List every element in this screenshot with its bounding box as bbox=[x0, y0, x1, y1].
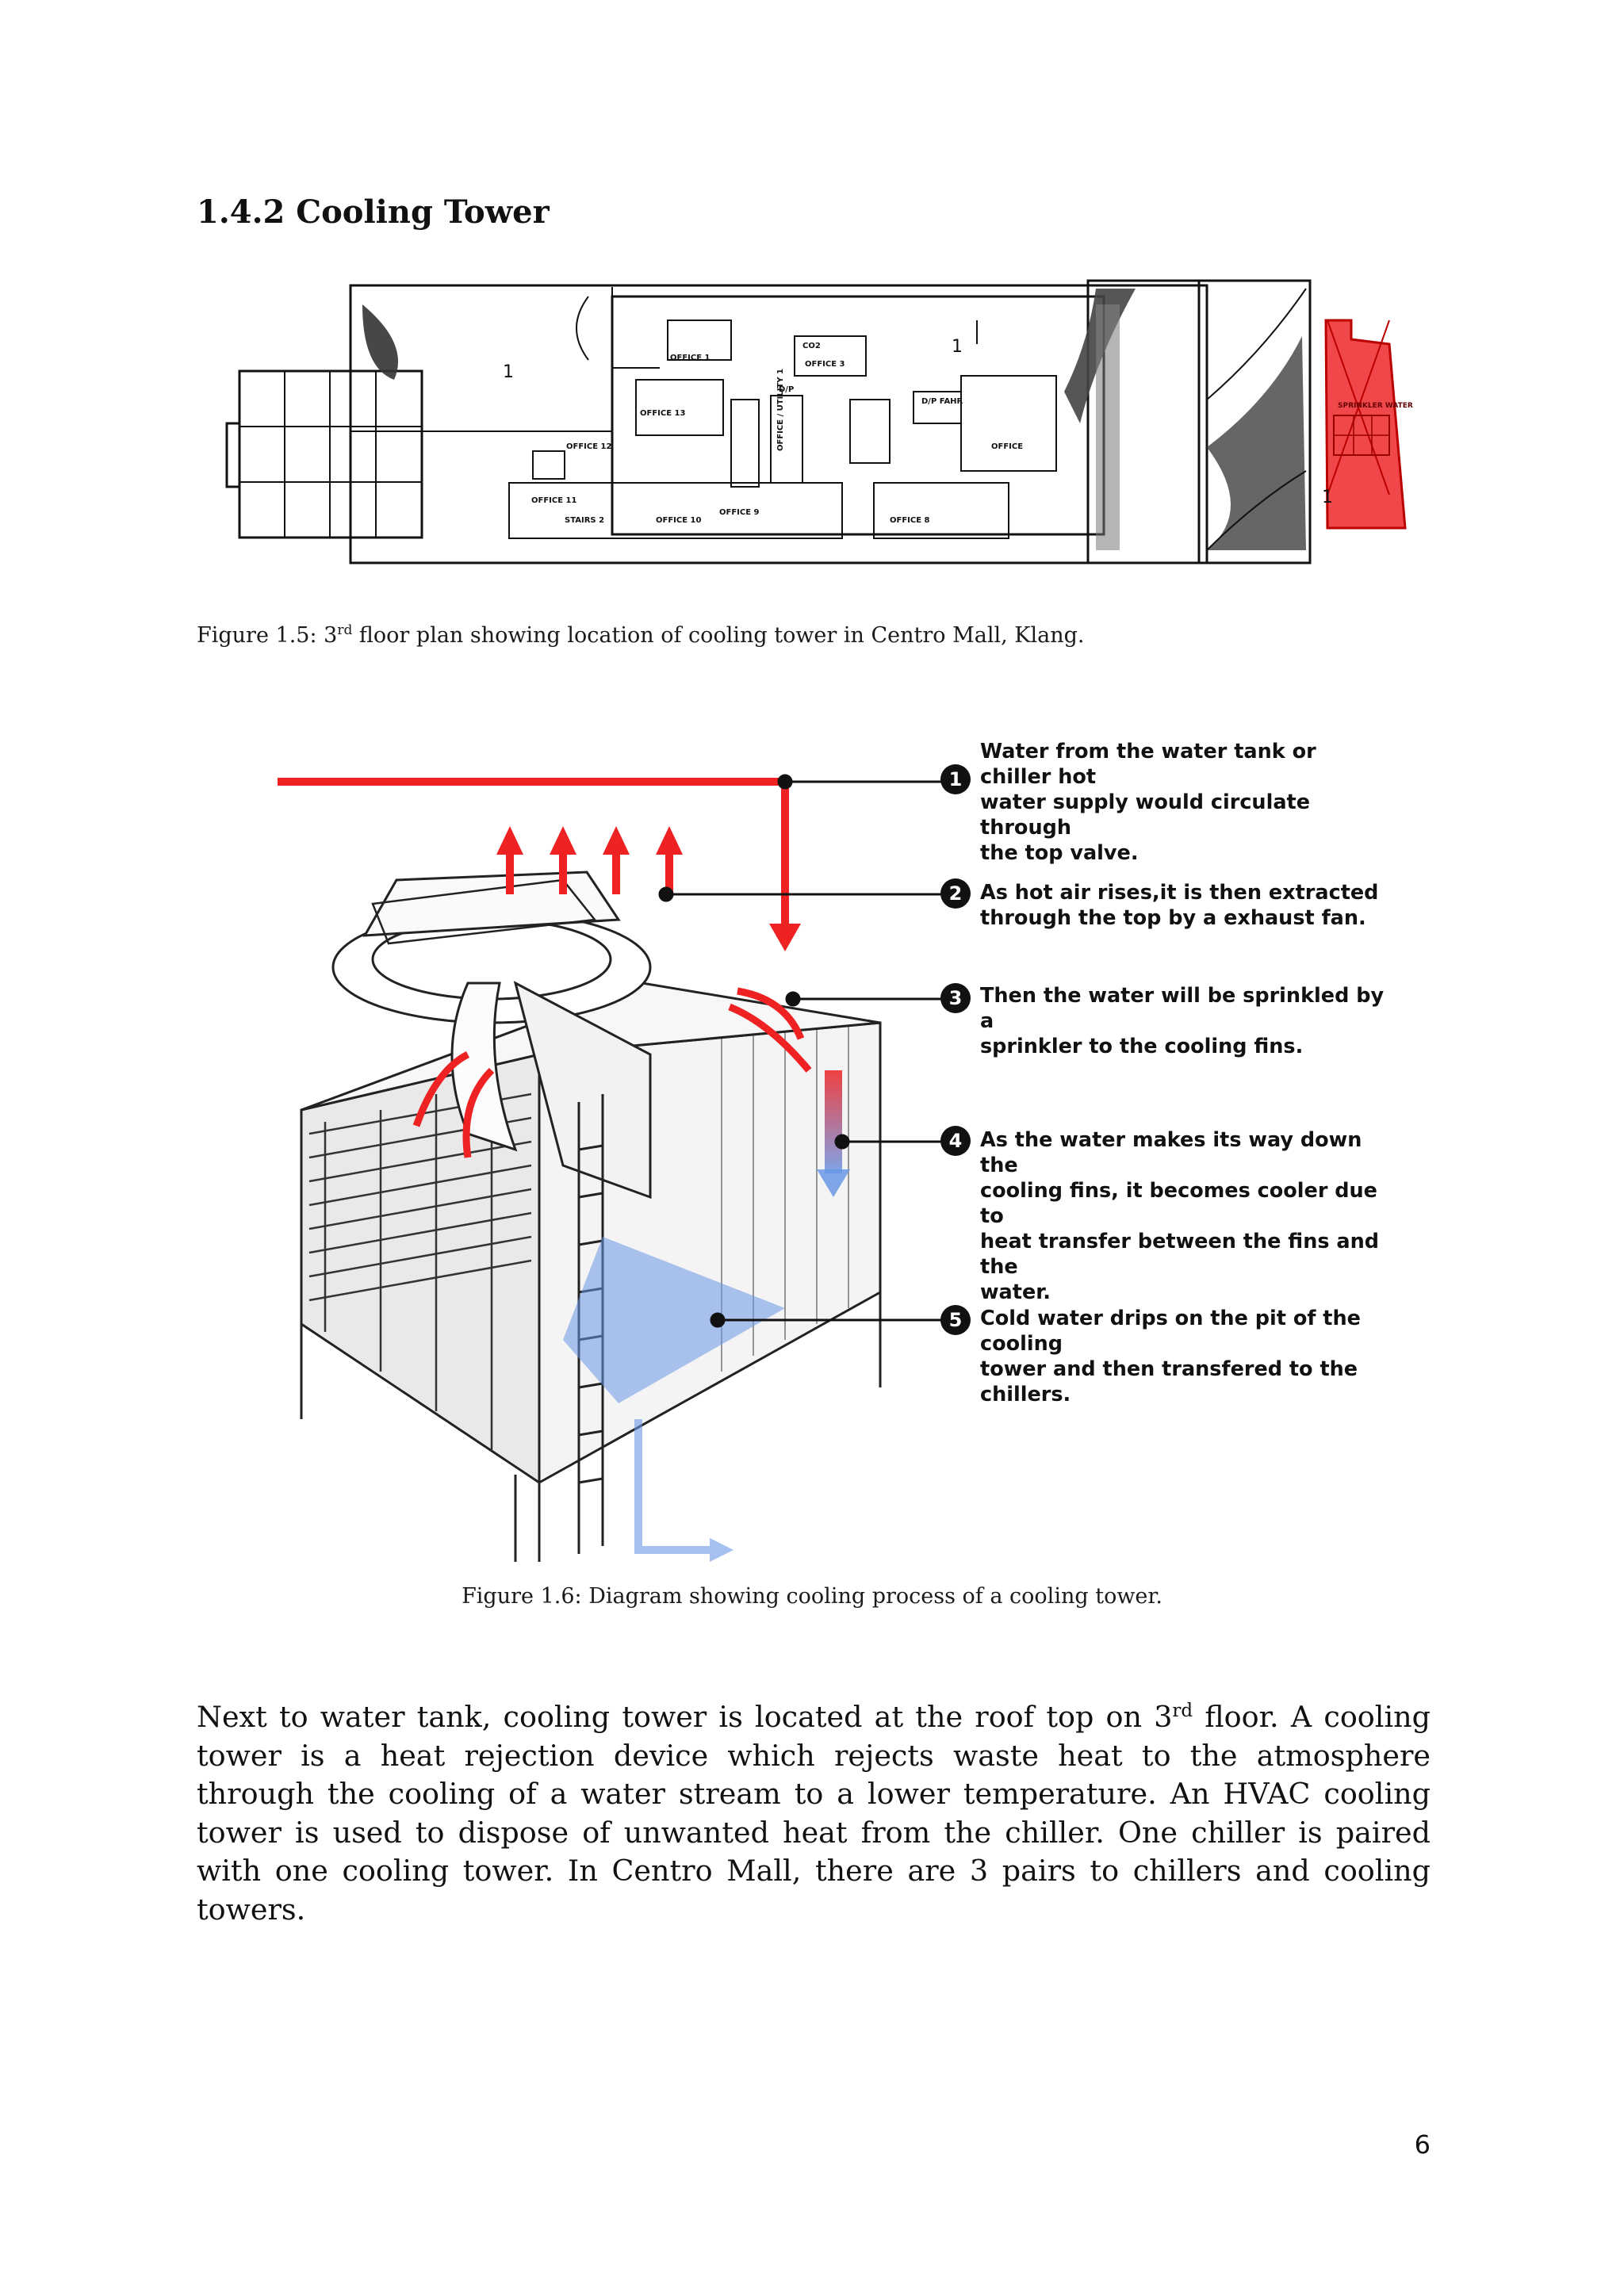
plan-label-office-utility: OFFICE / UTILITY 1 bbox=[776, 369, 785, 451]
plan-label-office-right: OFFICE bbox=[991, 442, 1023, 451]
floor-plan-figure: SPRINKLER WATER TANK OFFICE 1 OFFICE 3 O… bbox=[225, 279, 1413, 564]
step-5-text: Cold water drips on the pit of the cooli… bbox=[980, 1307, 1361, 1406]
cooling-tower-illustration bbox=[300, 871, 882, 1562]
cold-water-pit bbox=[563, 1237, 785, 1403]
plan-label-dp: D/P bbox=[779, 385, 794, 394]
sprinkler-water-tank-highlight: SPRINKLER WATER TANK bbox=[1324, 319, 1413, 530]
page-number: 6 bbox=[1414, 2130, 1431, 2160]
plan-label-1-c: 1 bbox=[1322, 488, 1333, 507]
cooling-tower-diagram bbox=[278, 774, 944, 1562]
plan-label-1-a: 1 bbox=[503, 362, 514, 382]
plan-label-office13: OFFICE 13 bbox=[640, 409, 685, 418]
body-paragraph: Next to water tank, cooling tower is loc… bbox=[197, 1700, 1431, 1927]
plan-label-office3: OFFICE 3 bbox=[805, 360, 845, 369]
step-1-badge: 1 bbox=[940, 764, 971, 794]
water-cooling-arrow bbox=[825, 1070, 842, 1173]
plan-label-1-b: 1 bbox=[952, 337, 963, 357]
step-1-text: Water from the water tank or chiller hot… bbox=[980, 740, 1316, 865]
step-5-badge: 5 bbox=[940, 1305, 971, 1335]
plan-label-office10: OFFICE 10 bbox=[656, 516, 701, 525]
figure-1-6-caption: Figure 1.6: Diagram showing cooling proc… bbox=[462, 1584, 1162, 1609]
plan-label-dp-fahr: D/P FAHR bbox=[921, 397, 963, 406]
plan-label-office12: OFFICE 12 bbox=[566, 442, 611, 451]
plan-label-office1: OFFICE 1 bbox=[670, 354, 710, 362]
plan-label-office11: OFFICE 11 bbox=[531, 496, 576, 505]
step-4-badge: 4 bbox=[940, 1126, 971, 1156]
plan-label-office8: OFFICE 8 bbox=[890, 516, 930, 525]
plan-label-stairs2: STAIRS 2 bbox=[565, 516, 604, 525]
plan-label-co2: CO2 bbox=[802, 342, 821, 350]
step-3-badge: 3 bbox=[940, 983, 971, 1013]
sprinkler-tank-label: SPRINKLER WATER TANK bbox=[1338, 402, 1413, 410]
step-2-badge: 2 bbox=[940, 878, 971, 909]
section-heading: 1.4.2 Cooling Tower bbox=[197, 193, 550, 231]
cold-water-outlet-line bbox=[634, 1419, 710, 1554]
figure-1-5-caption: Figure 1.5: 3rd floor plan showing locat… bbox=[197, 622, 1085, 648]
plan-label-office9: OFFICE 9 bbox=[719, 508, 760, 517]
floor-plan-main-outline bbox=[349, 284, 1208, 564]
hot-air-arrows bbox=[496, 826, 683, 894]
